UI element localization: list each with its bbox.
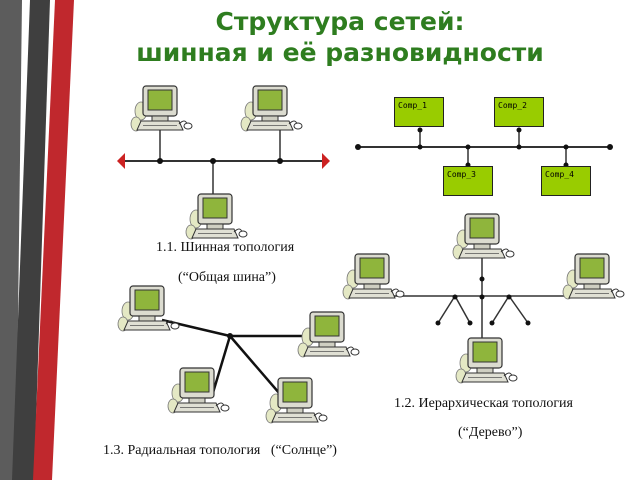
comp-label: Comp_4 xyxy=(545,170,574,179)
tree-node xyxy=(506,294,512,300)
bus-caption-line-1: 1.1. Шинная топология xyxy=(156,240,295,255)
comp-label: Comp_2 xyxy=(498,101,527,110)
computer-icon xyxy=(117,285,180,332)
tree-node xyxy=(479,276,485,282)
bus-caption-line-2: (“Общая шина”) xyxy=(178,270,276,285)
computer-icon xyxy=(185,193,248,240)
star-caption: 1.3. Радиальная топология (“Солнце”) xyxy=(103,443,337,458)
decor-stripe-red xyxy=(33,0,74,480)
computer-icon xyxy=(452,213,515,260)
example-node xyxy=(417,144,423,150)
bus-node xyxy=(210,158,216,164)
comp-label: Comp_3 xyxy=(447,170,476,179)
tree-caption-line-2: (“Дерево”) xyxy=(458,425,523,440)
title-line-2: шинная и её разновидности xyxy=(136,38,544,67)
computer-icon xyxy=(455,337,518,384)
computer-icon xyxy=(342,253,405,300)
tree-branch xyxy=(454,295,471,324)
computer-icon xyxy=(562,253,625,300)
example-node xyxy=(417,127,423,133)
comp-box: Comp_3 xyxy=(443,166,493,196)
computer-icon xyxy=(297,311,360,358)
bus-example-diagram xyxy=(355,127,613,168)
tree-branch xyxy=(508,295,529,324)
example-node xyxy=(516,144,522,150)
example-node xyxy=(516,127,522,133)
bus-terminator-left xyxy=(117,153,125,169)
star-link xyxy=(210,335,232,397)
computer-icon xyxy=(130,85,193,132)
tree-node xyxy=(489,320,495,326)
computer-icon xyxy=(265,377,328,424)
tree-node xyxy=(435,320,441,326)
tree-caption-line-1: 1.2. Иерархическая топология xyxy=(394,396,573,411)
example-bus-end-right xyxy=(607,144,613,150)
comp-label: Comp_1 xyxy=(398,101,427,110)
comp-box: Comp_1 xyxy=(394,97,444,127)
bus-topology-diagram xyxy=(117,128,330,196)
example-bus-end-left xyxy=(355,144,361,150)
bus-node xyxy=(157,158,163,164)
example-node xyxy=(465,144,471,150)
star-hub xyxy=(227,333,233,339)
tree-node xyxy=(525,320,531,326)
tree-branch xyxy=(491,295,510,324)
bus-node xyxy=(277,158,283,164)
bus-terminator-right xyxy=(322,153,330,169)
tree-topology-diagram xyxy=(376,258,592,340)
tree-branch xyxy=(437,295,456,324)
tree-node xyxy=(479,294,485,300)
tree-node xyxy=(467,320,473,326)
computer-icon xyxy=(167,367,230,414)
tree-node xyxy=(452,294,458,300)
title-line-1: Структура сетей: xyxy=(215,7,465,36)
page-title: Структура сетей: шинная и её разновиднос… xyxy=(60,6,620,68)
decor-stripe-dark xyxy=(12,0,50,480)
comp-box: Comp_4 xyxy=(541,166,591,196)
comp-box: Comp_2 xyxy=(494,97,544,127)
computer-icon xyxy=(240,85,303,132)
example-node xyxy=(563,144,569,150)
